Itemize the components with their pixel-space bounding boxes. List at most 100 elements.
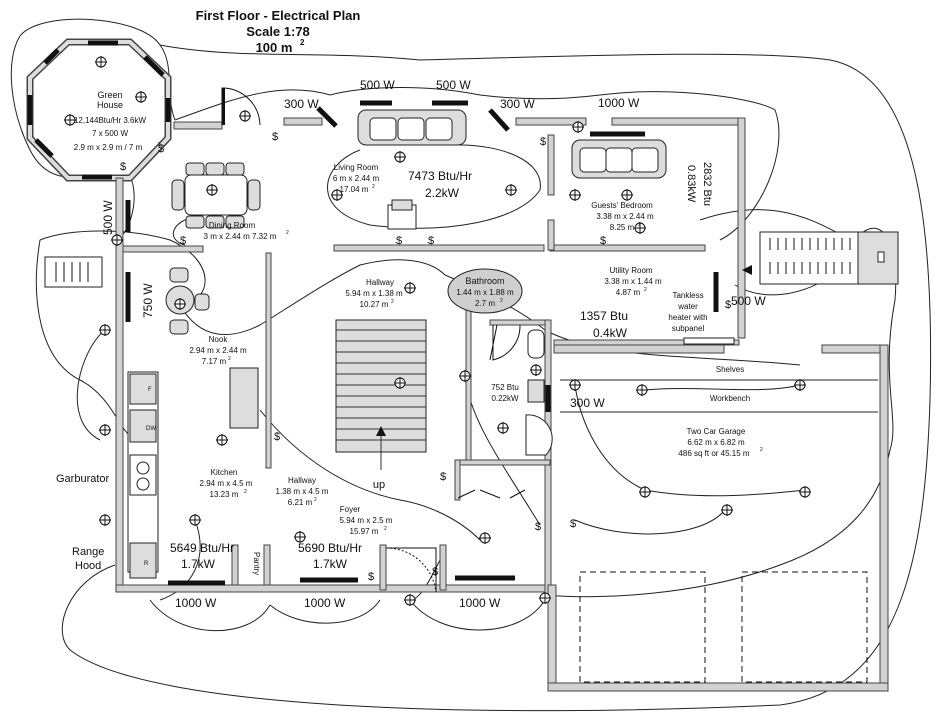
green-house-size-sup: 2 [158,142,161,148]
kitchen-name: Kitchen [211,468,238,477]
plan-title-block: First Floor - Electrical Plan Scale 1:78… [196,8,361,55]
foyer-area: 15.97 m [350,527,379,536]
light-fixture-icon [569,189,581,201]
light-fixture-icon [636,384,648,396]
foyer-btu: 5690 Btu/Hr [298,541,362,555]
light-fixture-icon [206,184,218,196]
switches: $ $ $ $ $ $ $ $ $ $ $ $ $ $ $ [120,131,731,583]
garburator-label: Garburator [56,473,110,485]
wattage-300-bath: 300 W [570,396,605,410]
hallway-lower-dims: 1.38 m x 4.5 m [276,487,329,496]
wattage-1000-b3: 1000 W [459,596,501,610]
tankless-line3: heater with [668,313,707,322]
hallway-lower-area: 6.21 m [288,498,313,507]
light-fixture-icon [799,486,811,498]
living-room-area: 17.04 m [340,185,369,194]
light-fixture-icon [174,298,186,310]
light-fixture-icon [505,184,517,196]
light-fixture-icon [99,514,111,526]
switch-icon: $ [432,566,438,578]
light-fixture-icon [497,422,509,434]
light-fixture-icon [394,151,406,163]
switch-icon: $ [428,235,434,247]
foyer-dims: 5.94 m x 2.5 m [340,516,393,525]
guests-bedroom-dims: 3.38 m x 2.44 m [596,212,654,221]
furniture: F DW R [44,109,899,683]
wattage-labels: 500 W 500 W 300 W 300 W 1000 W 500 W 750… [101,78,766,610]
wattage-1000-b1: 1000 W [175,596,217,610]
utility-room-sup: 2 [644,287,647,293]
green-house-name: Green [97,90,122,100]
light-fixture-icon [721,504,733,516]
hallway-lower-sup: 2 [314,497,317,503]
green-house-name2: House [97,100,123,110]
guests-bedroom-sup: 2 [638,222,641,228]
range-hood-label: Range [72,546,104,558]
light-fixture-icon [404,282,416,294]
nook-area: 7.17 m [202,357,227,366]
tankless-line1: Tankless [672,291,703,300]
living-room-btu: 7473 Btu/Hr [408,169,472,183]
tankless-line4: subpanel [672,324,705,333]
main-electrical-panel [55,238,851,282]
guests-bedroom-kw: 0.83kW [685,165,697,203]
kitchen-kw: 1.7kW [181,557,216,571]
guests-bedroom-btu: 2832 Btu [701,162,713,206]
wattage-500-vertical: 500 W [101,200,115,235]
hallway-upper-dims: 5.94 m x 1.38 m [345,289,403,298]
light-fixture-icon [111,234,123,246]
hallway-upper-area: 10.27 m [360,300,389,309]
living-room-name: Living Room [334,163,379,172]
living-room-dims: 6 m x 2.44 m [333,174,380,183]
bath-btu: 752 Btu [491,383,519,392]
light-fixture-icon [479,532,491,544]
appliance-range: R [144,561,149,567]
switch-icon: $ [274,431,280,443]
wattage-1000-top: 1000 W [598,96,640,110]
switch-icon: $ [570,518,576,530]
wattage-500-utility: 500 W [731,294,766,308]
wattage-300-right: 300 W [500,97,535,111]
light-fixture-icon [639,486,651,498]
light-fixture-icon [539,592,551,604]
nook-sup: 2 [228,356,231,362]
range-hood-label2: Hood [75,560,101,572]
light-fixture-icon [621,189,633,201]
utility-room-name: Utility Room [609,266,652,275]
switch-icon: $ [535,521,541,533]
living-room-area-sup: 2 [372,184,375,190]
wattage-500-right: 500 W [436,78,471,92]
appliance-fridge: F [148,387,152,393]
garage-dims: 6.62 m x 6.82 m [687,438,745,447]
light-fixture-icon [634,222,646,234]
garage-workbench-label: Workbench [710,394,750,403]
appliance-dishwasher: DW [146,426,156,432]
plan-title: First Floor - Electrical Plan [196,8,361,23]
plan-scale: Scale 1:78 [246,24,310,39]
foyer-kw: 1.7kW [313,557,348,571]
wattage-300-left: 300 W [284,97,319,111]
hallway-upper-name: Hallway [366,278,394,287]
bathroom-dims: 1.44 m x 1.88 m [456,288,514,297]
light-fixture-icon [569,379,581,391]
walls [115,117,889,692]
wattage-500-left: 500 W [360,78,395,92]
light-fixture-icon [99,424,111,436]
switch-icon: $ [540,136,546,148]
hallway-upper-sup: 2 [391,299,394,305]
light-fixture-icon [572,121,584,133]
switch-icon: $ [396,235,402,247]
green-house: Green House 12,144Btu/Hr 3.6kW 7 x 500 W… [26,38,172,182]
light-fixture-icon [459,370,471,382]
utility-btu: 1357 Btu [580,309,628,323]
hallway-lower-name: Hallway [288,476,316,485]
utility-room-dims: 3.38 m x 1.44 m [604,277,662,286]
dining-room-name: Dining Room [209,221,256,230]
kitchen-area: 13.23 m [210,490,239,499]
green-house-heaters: 7 x 500 W [92,129,128,138]
kitchen-dims: 2.94 m x 4.5 m [200,479,253,488]
plan-area-sup: 2 [300,38,305,47]
bathroom-area: 2.7 m [475,299,495,308]
wattage-750-vertical: 750 W [141,283,155,318]
